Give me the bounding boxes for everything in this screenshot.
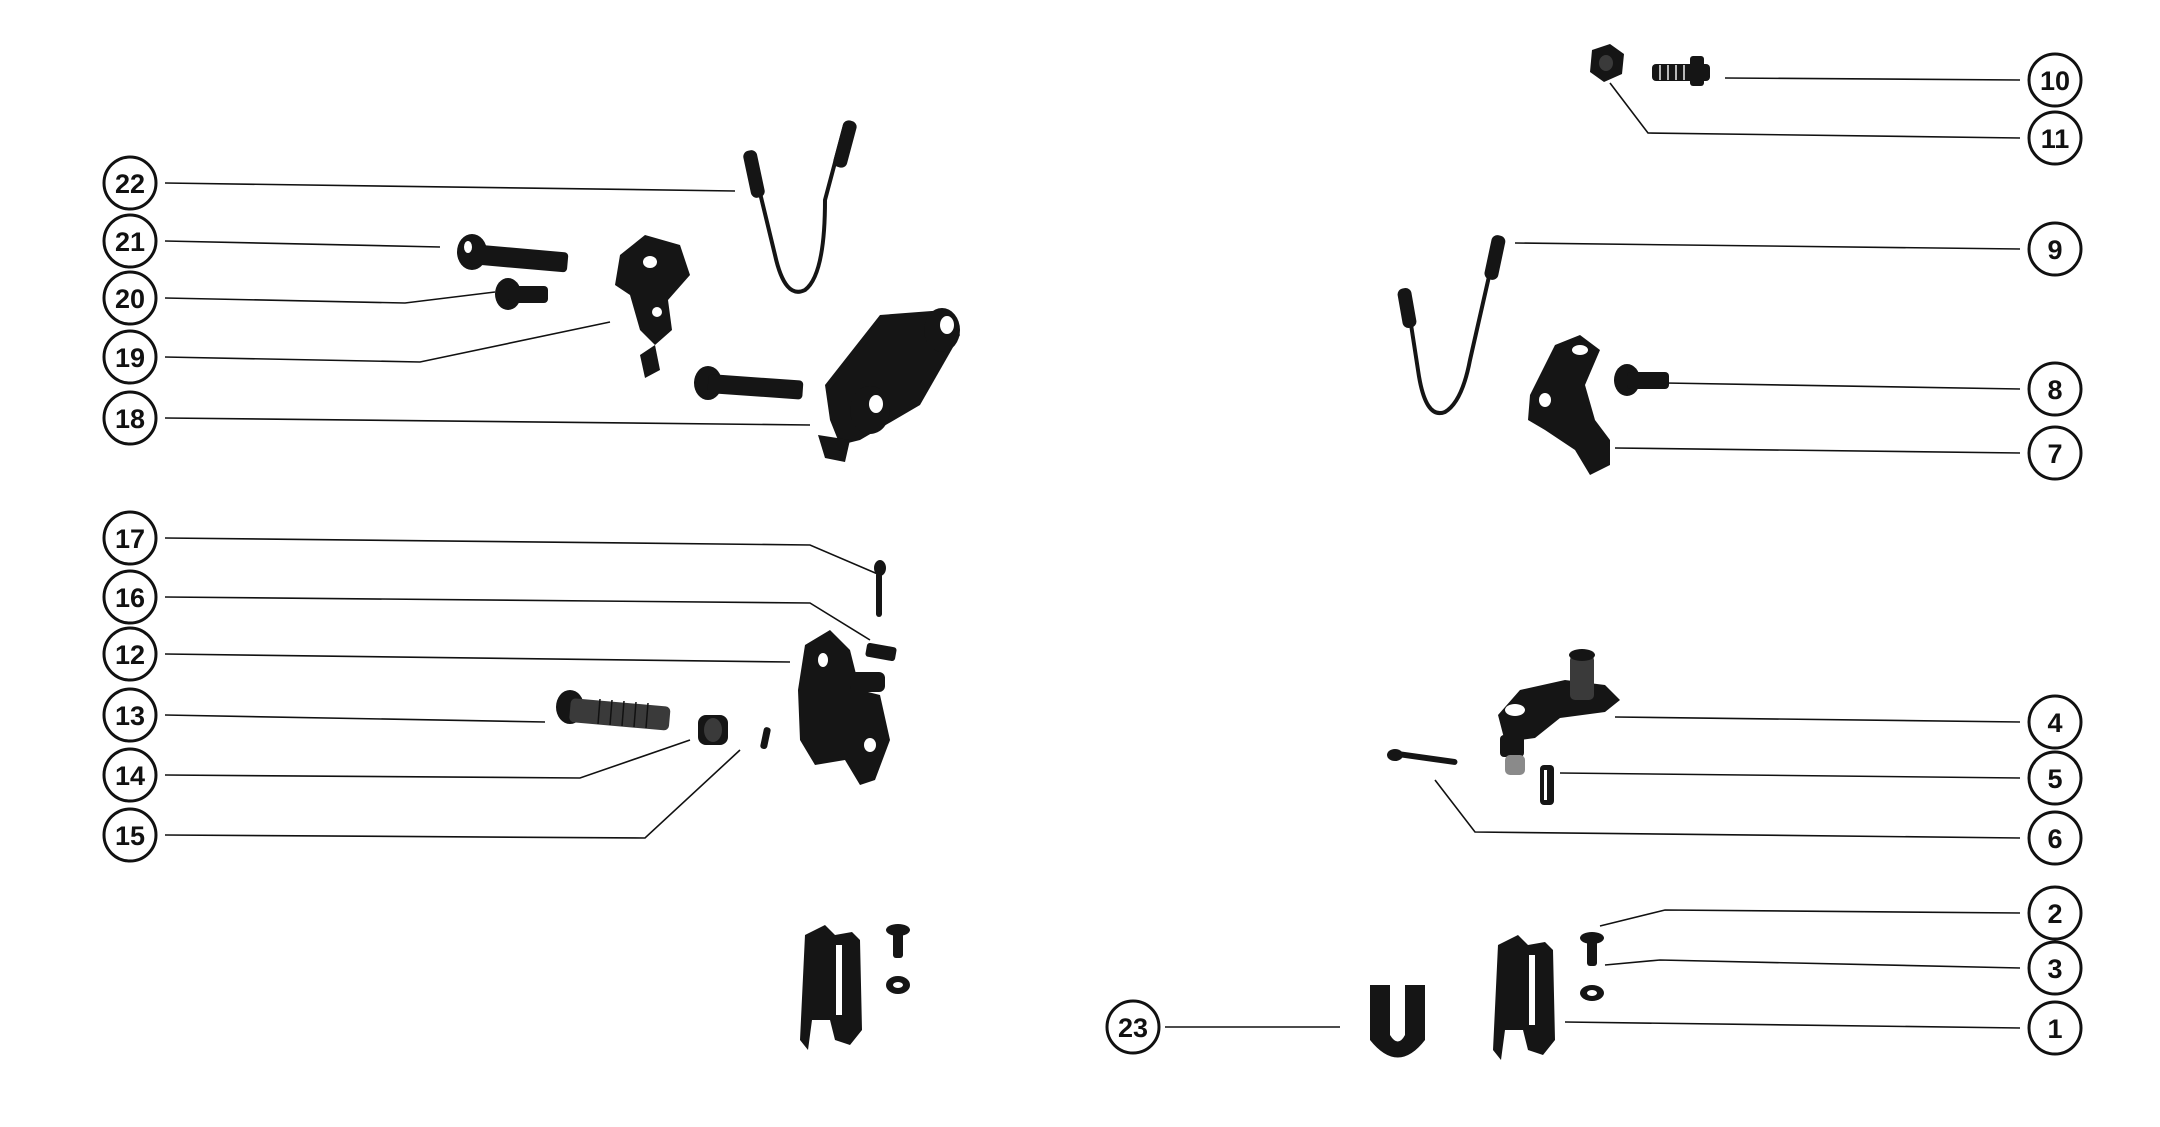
callout-20: 20 — [102, 270, 158, 326]
svg-text:15: 15 — [115, 821, 145, 851]
leader-4 — [1614, 716, 2021, 723]
callout-13: 13 — [102, 687, 158, 743]
part-left-clamp — [800, 925, 862, 1050]
part-8-screw — [1614, 364, 1669, 396]
callout-23: 23 — [1105, 999, 1161, 1055]
callout-2: 2 — [2027, 885, 2083, 941]
callout-4: 4 — [2027, 694, 2083, 750]
svg-text:11: 11 — [2041, 124, 2070, 154]
leader-3 — [1604, 959, 2021, 969]
leader-15 — [164, 749, 741, 839]
svg-text:22: 22 — [115, 169, 145, 199]
part-17-cotter-pin — [874, 560, 886, 617]
part-11-nut — [1590, 44, 1624, 82]
leader-10 — [1724, 77, 2021, 81]
svg-text:7: 7 — [2047, 439, 2062, 469]
leader-18 — [164, 417, 811, 426]
callout-1: 1 — [2027, 1000, 2083, 1056]
svg-text:13: 13 — [115, 701, 145, 731]
svg-text:17: 17 — [115, 524, 145, 554]
svg-text:8: 8 — [2047, 375, 2062, 405]
svg-text:23: 23 — [1118, 1013, 1148, 1043]
leader-20 — [164, 291, 496, 304]
part-12-lever-arm — [798, 630, 890, 785]
callout-21: 21 — [102, 213, 158, 269]
callout-18: 18 — [102, 390, 158, 446]
svg-text:20: 20 — [115, 284, 145, 314]
svg-text:5: 5 — [2047, 764, 2062, 794]
callout-19: 19 — [102, 329, 158, 385]
part-14-bushing — [698, 715, 728, 745]
svg-text:16: 16 — [115, 583, 145, 613]
callout-17: 17 — [102, 510, 158, 566]
svg-text:3: 3 — [2047, 954, 2062, 984]
part-3-washer — [1580, 985, 1604, 1001]
leader-lines — [164, 77, 2021, 1029]
callout-15: 15 — [102, 807, 158, 863]
parts — [457, 44, 1710, 1060]
part-left-screw — [886, 924, 910, 958]
callout-3: 3 — [2027, 940, 2083, 996]
part-7-latch-lever — [1528, 335, 1610, 475]
leader-22 — [164, 182, 736, 192]
part-10-stud — [1652, 56, 1710, 86]
callout-10: 10 — [2027, 52, 2083, 108]
callout-11: 11 — [2027, 110, 2083, 166]
part-16-pin — [865, 642, 897, 662]
part-18-mount-block — [694, 308, 960, 462]
svg-text:10: 10 — [2040, 66, 2070, 96]
part-9-spring-clip — [1397, 235, 1506, 416]
leader-11 — [1609, 82, 2021, 139]
callout-16: 16 — [102, 569, 158, 625]
callout-22: 22 — [102, 155, 158, 211]
leader-14 — [164, 739, 691, 779]
leader-9 — [1514, 242, 2021, 250]
svg-text:14: 14 — [115, 761, 145, 791]
part-21-long-bolt — [457, 234, 569, 273]
callout-6: 6 — [2027, 810, 2083, 866]
callouts: 22 21 20 19 18 17 16 12 13 14 15 10 11 9… — [102, 52, 2083, 1056]
callout-5: 5 — [2027, 750, 2083, 806]
part-20-short-screw — [495, 278, 548, 310]
leader-8 — [1664, 382, 2021, 390]
leader-1 — [1564, 1021, 2021, 1029]
callout-12: 12 — [102, 626, 158, 682]
leader-6 — [1434, 779, 2021, 839]
part-left-washer — [886, 976, 910, 994]
svg-text:12: 12 — [115, 640, 145, 670]
svg-text:9: 9 — [2047, 235, 2062, 265]
leader-5 — [1559, 772, 2021, 779]
svg-text:2: 2 — [2047, 899, 2062, 929]
callout-14: 14 — [102, 747, 158, 803]
svg-text:21: 21 — [115, 227, 145, 257]
part-19-bracket — [615, 235, 690, 378]
part-6-cotter-pin — [1387, 749, 1458, 765]
part-13-long-bolt — [556, 690, 671, 731]
leader-13 — [164, 714, 546, 723]
leader-2 — [1599, 909, 2021, 927]
part-5-pin — [1540, 765, 1554, 805]
part-15-pin — [760, 727, 771, 750]
leader-17 — [164, 537, 881, 576]
part-4-shift-lever — [1498, 649, 1620, 775]
svg-text:1: 1 — [2047, 1014, 2062, 1044]
leader-21 — [164, 240, 441, 248]
leader-16 — [164, 596, 871, 641]
leader-12 — [164, 653, 791, 663]
svg-text:18: 18 — [115, 404, 145, 434]
part-1-clamp — [1493, 935, 1555, 1060]
svg-text:4: 4 — [2047, 708, 2062, 738]
part-2-screw — [1580, 932, 1604, 966]
callout-9: 9 — [2027, 221, 2083, 277]
svg-text:19: 19 — [115, 343, 145, 373]
leader-7 — [1614, 447, 2021, 454]
svg-text:6: 6 — [2047, 824, 2062, 854]
part-23-u-clip — [1370, 985, 1425, 1058]
part-22-spring-clip — [743, 120, 857, 294]
callout-8: 8 — [2027, 361, 2083, 417]
leader-19 — [164, 321, 611, 363]
callout-7: 7 — [2027, 425, 2083, 481]
